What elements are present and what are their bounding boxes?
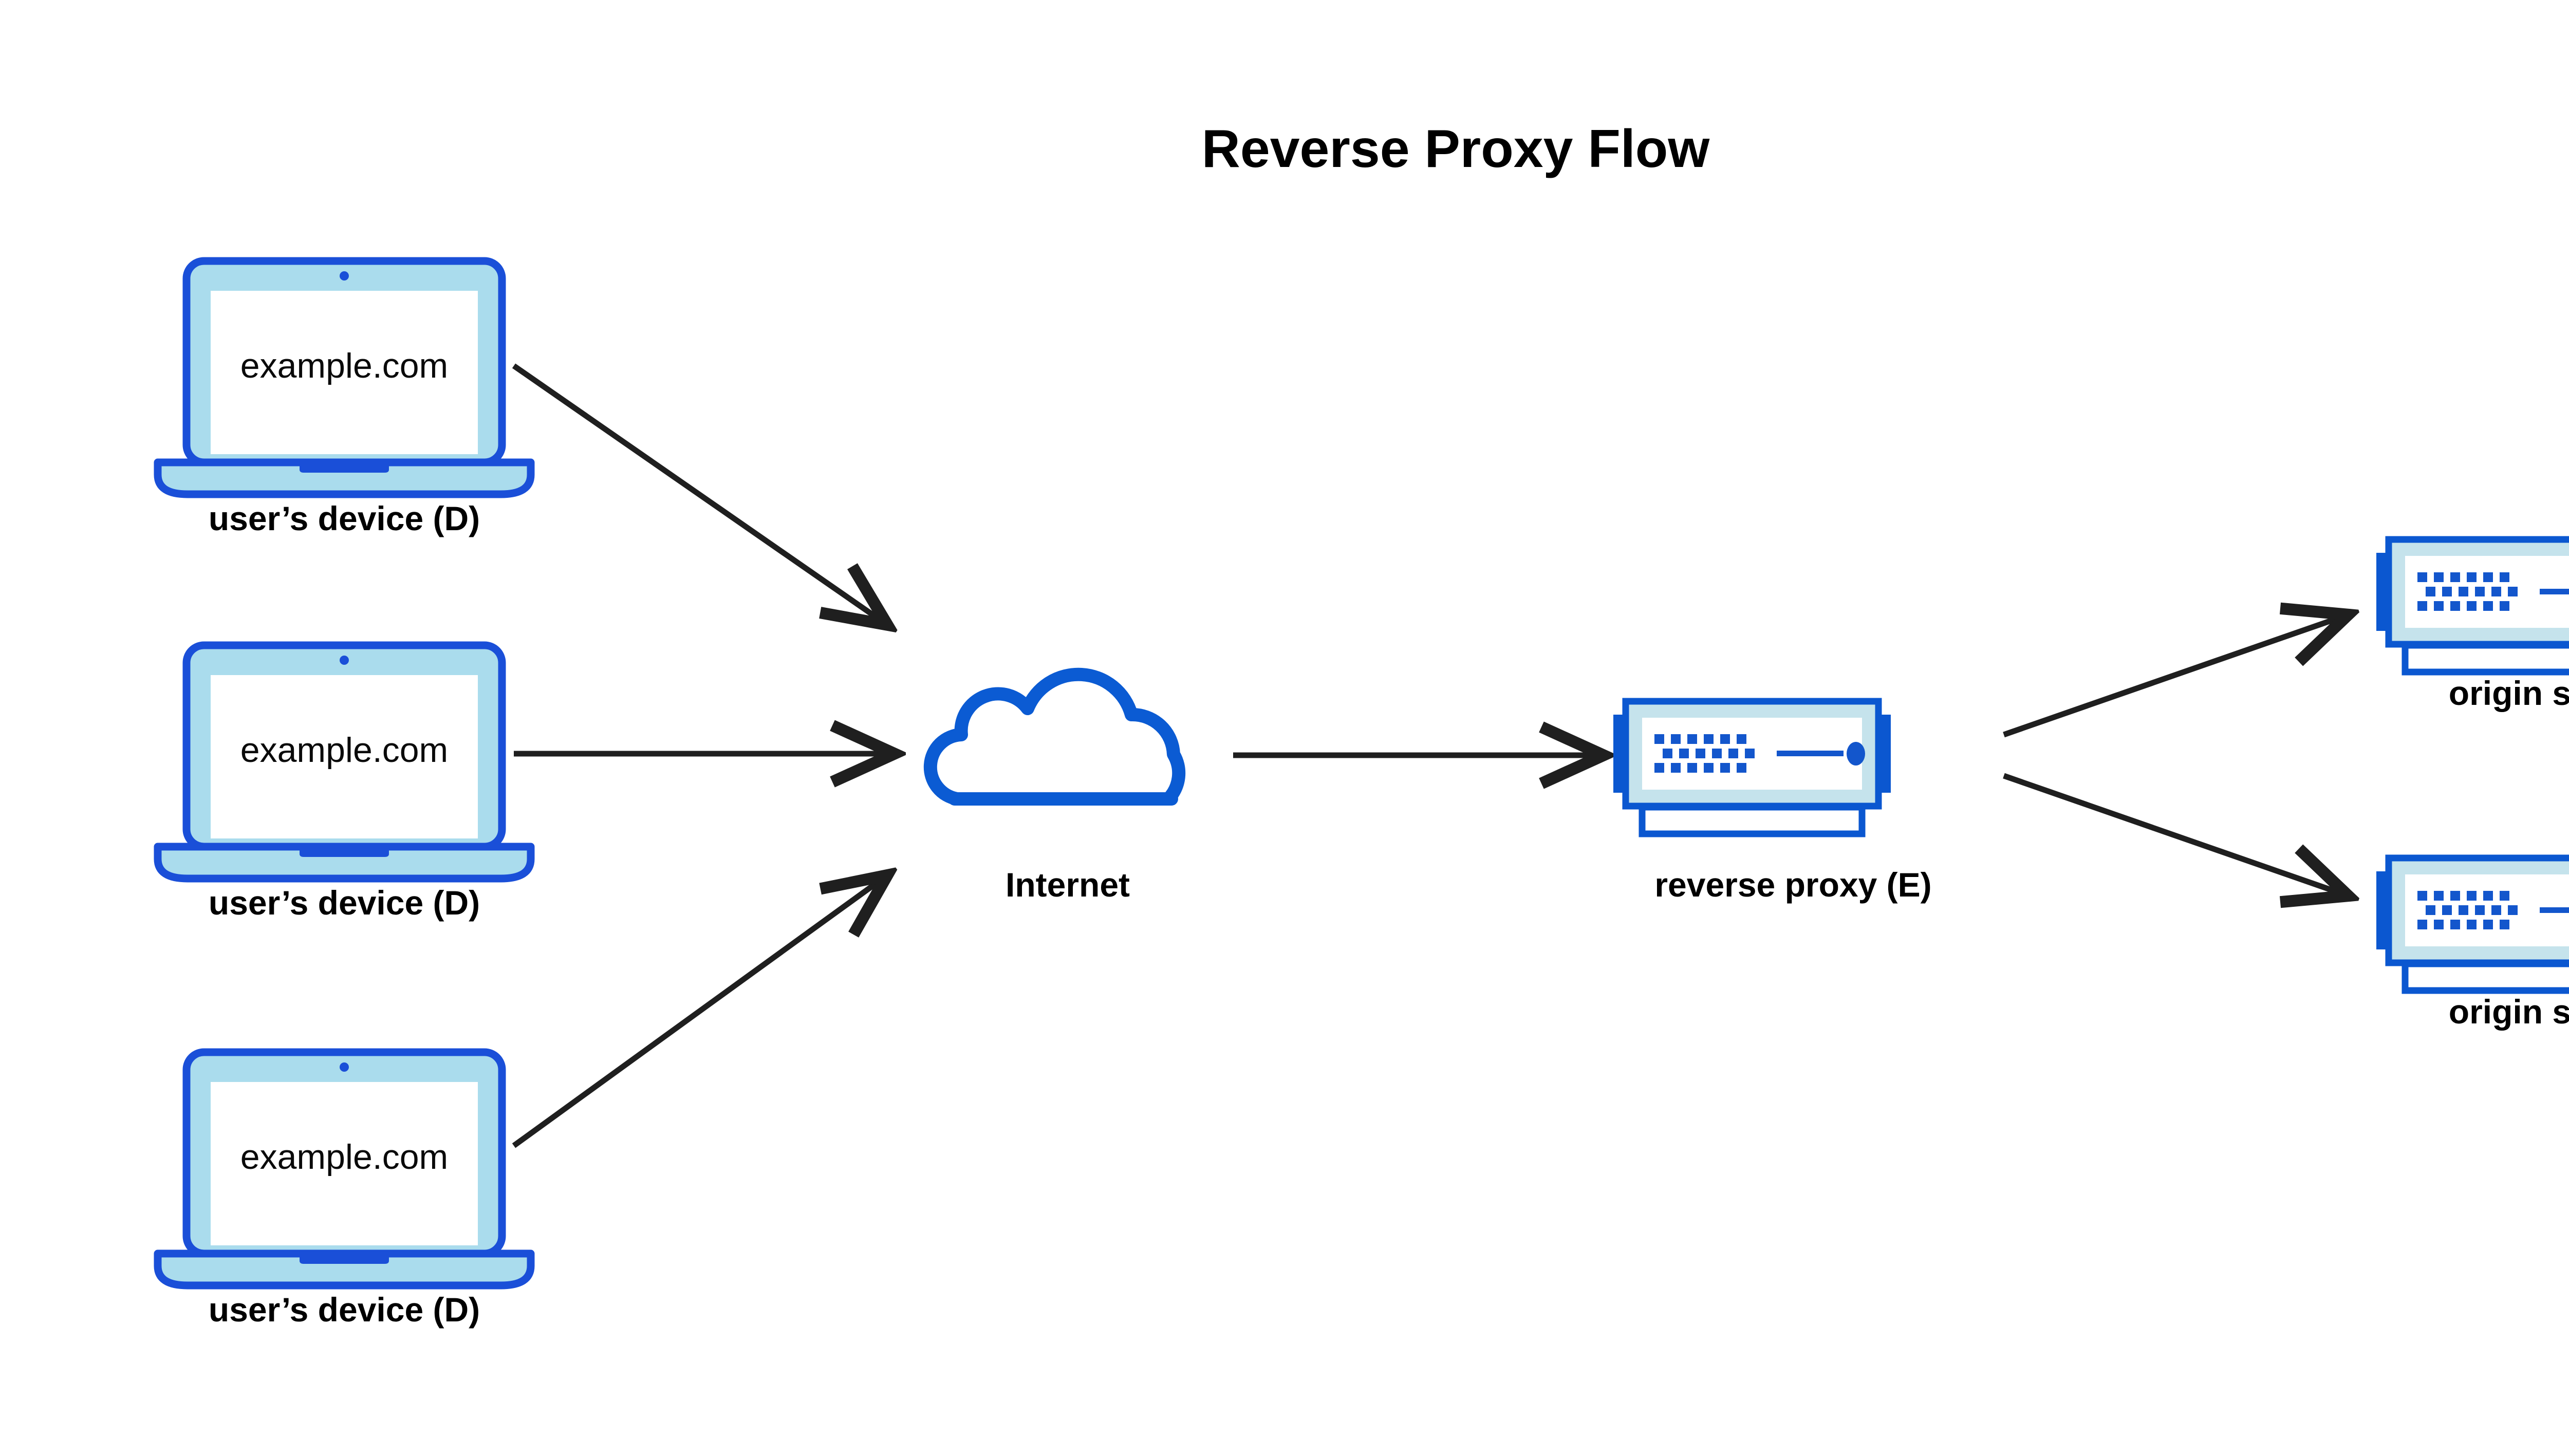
arrow-reverse-proxy-to-origin-bottom [2003, 773, 2343, 894]
arrow-device-top-to-internet [512, 363, 883, 622]
device-label-middle: user’s device (D) [209, 884, 480, 922]
connector-arrows [512, 363, 2343, 1148]
node-users-device-top[interactable]: example.com user’s device (D) [158, 261, 531, 537]
arrow-device-bottom-to-internet [512, 879, 883, 1148]
internet-label: Internet [1006, 866, 1130, 904]
device-screen-url-top: example.com [240, 346, 448, 385]
node-origin-server-bottom[interactable]: origin server (F) [2376, 858, 2569, 1031]
cloud-icon [930, 675, 1179, 799]
page-title: Reverse Proxy Flow [1202, 119, 1710, 179]
node-users-device-middle[interactable]: example.com user’s device (D) [158, 645, 531, 922]
device-screen-url-middle: example.com [240, 731, 448, 770]
device-screen-url-bottom: example.com [240, 1137, 448, 1177]
server-icon [1613, 701, 1891, 834]
node-internet-cloud[interactable]: Internet [930, 675, 1179, 904]
arrow-reverse-proxy-to-origin-top [2003, 617, 2343, 738]
server-icon [2376, 539, 2569, 672]
reverse-proxy-label: reverse proxy (E) [1654, 866, 1931, 904]
device-label-bottom: user’s device (D) [209, 1291, 480, 1329]
server-icon [2376, 858, 2569, 991]
origin-server-label-bottom: origin server (F) [2449, 993, 2569, 1031]
node-origin-server-top[interactable]: origin server (F) [2376, 539, 2569, 712]
node-reverse-proxy[interactable]: reverse proxy (E) [1613, 701, 1932, 904]
device-label-top: user’s device (D) [209, 499, 480, 537]
origin-server-label-top: origin server (F) [2449, 674, 2569, 712]
node-users-device-bottom[interactable]: example.com user’s device (D) [158, 1052, 531, 1329]
